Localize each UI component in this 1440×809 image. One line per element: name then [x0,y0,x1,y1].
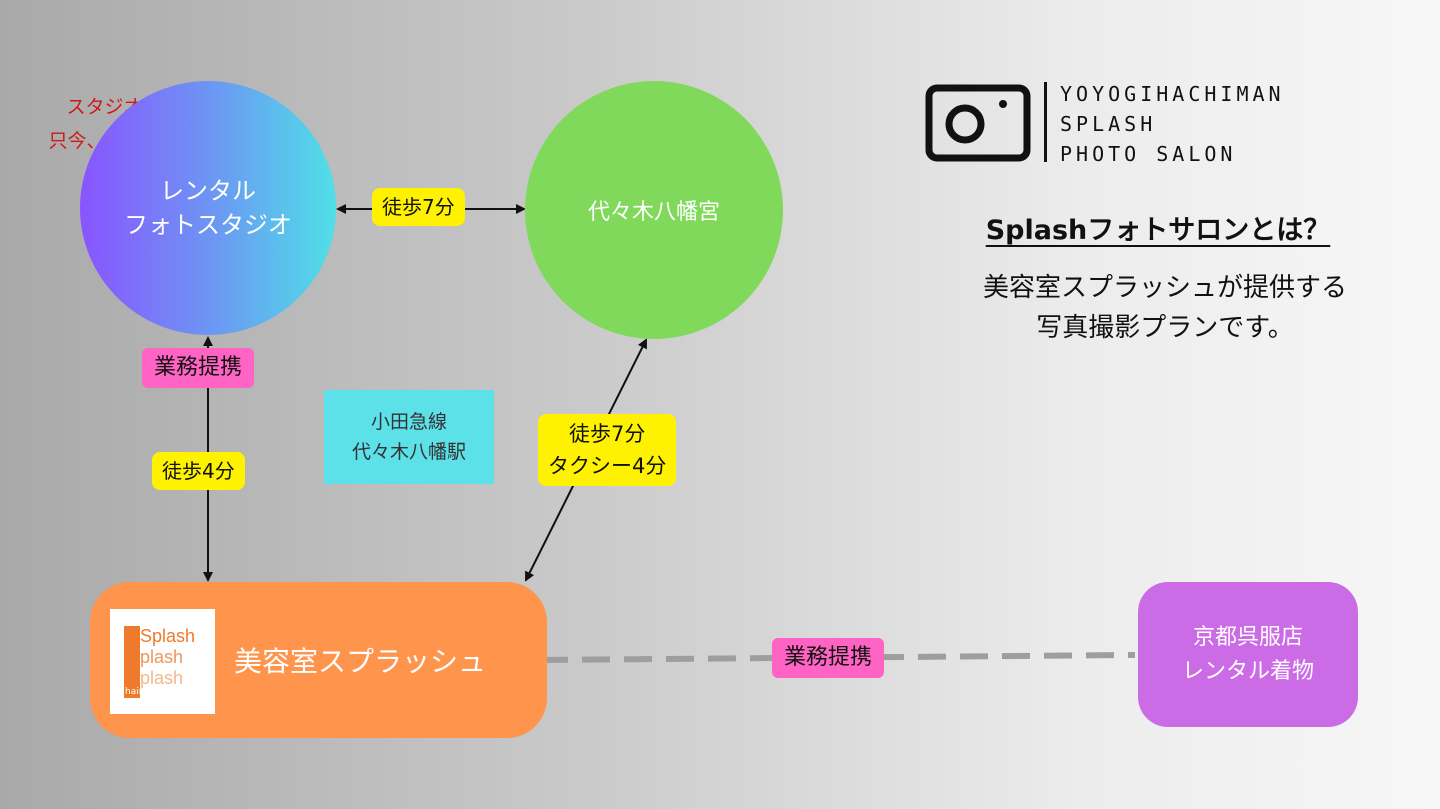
studio-label-line-2: フォトスタジオ [124,211,292,239]
logo-word-1: Splash [140,626,196,646]
camera-icon [925,84,1031,162]
salon-label: 美容室スプラッシュ [234,645,487,678]
description: 美容室スプラッシュが提供する 写真撮影プランです。 [920,268,1410,348]
beauty-salon-splash-node: Splash plash plash hair 美容室スプラッシュ [90,582,547,738]
station-line-1: 小田急線 [370,411,447,433]
headline: Splashフォトサロンとは？ [985,215,1331,246]
brand-line-3: PHOTO SALON [1060,142,1237,166]
brand-line-1: YOYOGIHACHIMAN [1060,82,1285,106]
logo-word-3: plash [140,668,184,688]
walk-time-studio-shrine: 徒歩7分 [372,188,465,226]
brand-wordmark: YOYOGIHACHIMAN SPLASH PHOTO SALON [1060,79,1285,169]
station-line-2: 代々木八幡駅 [351,441,466,463]
kimono-line-2: レンタル着物 [1181,658,1314,684]
shrine-label: 代々木八幡宮 [587,200,720,225]
yoyogi-hachiman-shrine-node: 代々木八幡宮 [525,81,783,339]
route-walk-time: 徒歩7分 [569,422,646,446]
studio-label-line-1: レンタル [160,177,256,205]
route-taxi-time: タクシー4分 [548,454,667,478]
walk-time-studio-salon: 徒歩4分 [152,452,245,490]
logo-tag: hair [125,687,143,697]
description-line-2: 写真撮影プランです。 [1036,313,1294,343]
odakyu-station-box: 小田急線 代々木八幡駅 [324,390,494,484]
splash-logo: Splash plash plash hair [110,609,215,714]
kimono-line-1: 京都呉服店 [1192,624,1303,650]
brand-divider [1044,82,1047,162]
partnership-label-studio-salon: 業務提携 [142,348,255,388]
kyoto-kimono-shop-node: 京都呉服店 レンタル着物 [1138,582,1358,727]
description-line-1: 美容室スプラッシュが提供する [982,273,1347,303]
route-time-shrine-salon: 徒歩7分 タクシー4分 [538,414,677,486]
rental-photo-studio-node: レンタル フォトスタジオ [80,81,336,335]
brand-line-2: SPLASH [1060,112,1157,136]
partnership-label-salon-kimono: 業務提携 [772,638,885,678]
logo-word-2: plash [140,647,184,667]
